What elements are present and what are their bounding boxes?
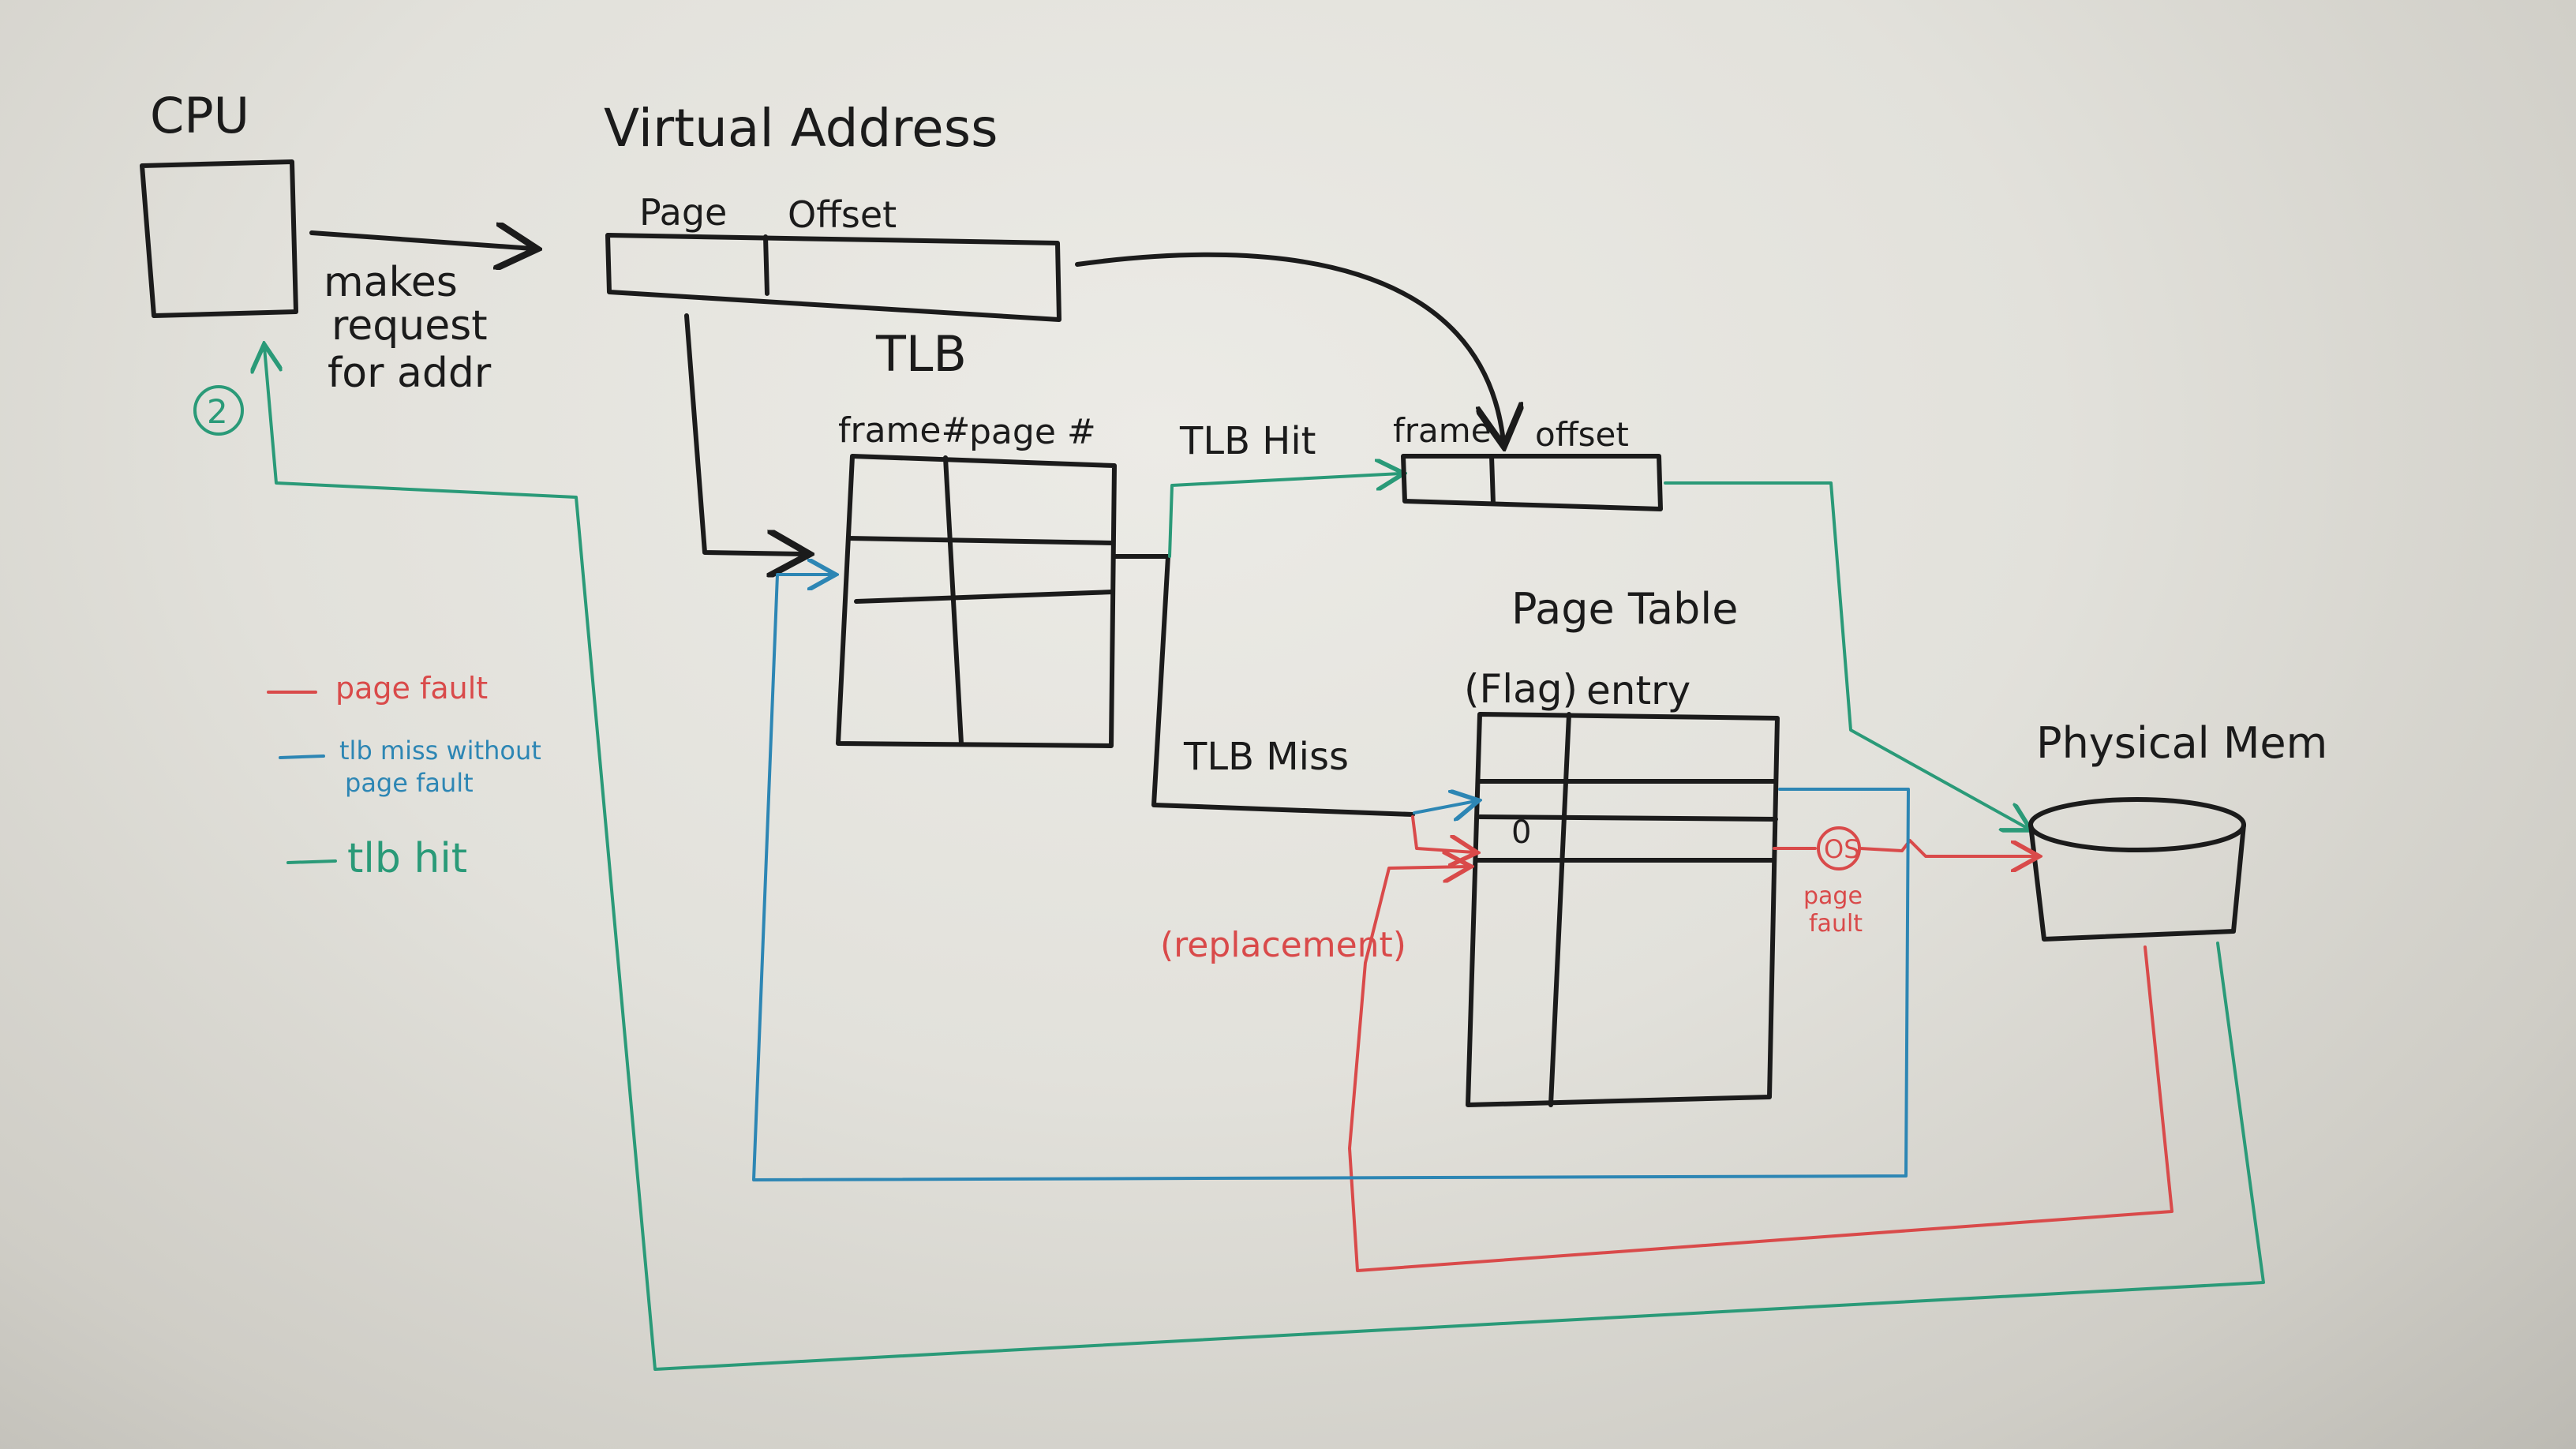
replacement-label: (replacement) <box>1160 925 1406 965</box>
pa-offset-label: offset <box>1535 415 1629 454</box>
tlb-table <box>836 454 1117 748</box>
cpu-label: CPU <box>150 87 249 144</box>
pt-valid-bit: 0 <box>1511 814 1531 851</box>
tlb-frame-header: frame# <box>838 410 970 451</box>
page-table-label: Page Table <box>1511 584 1739 634</box>
page-fault-note: page <box>1803 882 1863 910</box>
tlb-update-path <box>752 575 1910 1181</box>
tlb-page-header: page # <box>969 412 1096 452</box>
pt-flag-header: (Flag) <box>1464 666 1578 712</box>
os-label: OS <box>1824 834 1860 864</box>
tlb-hit-label: TLB Hit <box>1179 419 1316 463</box>
tlb-block: TLB frame# page # <box>836 325 1117 748</box>
tlb-row-line <box>854 590 1115 604</box>
cpu-box <box>140 159 298 318</box>
page-lookup-arrow <box>684 313 805 554</box>
tlb-miss-path <box>1112 554 1415 817</box>
tlb-miss-arrow <box>1413 801 1476 813</box>
replacement-path <box>1348 867 2174 1272</box>
legend: page fault tlb miss without page fault t… <box>267 671 541 882</box>
cpu-return-path <box>264 347 2265 1371</box>
legend-tlb-miss: tlb miss without <box>339 736 541 766</box>
pa-register-box <box>1401 454 1663 511</box>
tlb-label: TLB <box>875 325 967 383</box>
pa-frame-label: frame <box>1393 411 1492 450</box>
page-fault-note: fault <box>1809 910 1863 938</box>
physical-mem-label: Physical Mem <box>2036 718 2327 768</box>
va-offset-label: Offset <box>788 193 897 236</box>
cpu-request-arrow <box>309 233 533 249</box>
physical-memory-block: Physical Mem <box>2028 718 2327 942</box>
va-divider <box>763 234 769 296</box>
legend-swatch-tlb-hit <box>286 859 337 864</box>
step-marker-circle <box>193 385 244 436</box>
tlb-column-divider <box>943 455 964 746</box>
memory-access-arrow <box>1664 481 2028 829</box>
legend-swatch-tlb-miss <box>279 754 325 759</box>
pt-column-divider <box>1548 712 1571 1107</box>
os-load-arrow <box>1859 839 2036 856</box>
pt-row-line <box>1477 814 1778 822</box>
legend-tlb-miss: page fault <box>345 768 474 798</box>
svg-text:request: request <box>331 302 488 350</box>
page-table-block: Page Table (Flag) entry 0 <box>1464 584 1780 1107</box>
page-table-box <box>1466 712 1780 1107</box>
makes-request-note: makes request for addr <box>324 259 492 397</box>
cpu-block: CPU <box>140 87 298 318</box>
step-marker-label: 2 <box>207 392 228 431</box>
offset-pass-arrow <box>1075 252 1503 442</box>
virtual-address-block: Virtual Address Page Offset <box>604 98 1061 322</box>
va-page-label: Page <box>639 191 727 234</box>
svg-text:for addr: for addr <box>328 350 492 397</box>
pt-entry-header: entry <box>1586 668 1690 713</box>
pa-divider <box>1489 454 1496 506</box>
physical-mem-body <box>2028 822 2246 942</box>
virtual-address-label: Virtual Address <box>604 98 998 159</box>
legend-page-fault: page fault <box>335 671 488 706</box>
tlb-hit-arrow <box>1168 474 1401 558</box>
pt-lookup-fault-arrow <box>1411 815 1474 852</box>
tlb-miss-label: TLB Miss <box>1183 735 1349 779</box>
svg-text:makes: makes <box>324 259 458 306</box>
legend-tlb-hit: tlb hit <box>347 835 467 882</box>
tlb-row-line <box>846 536 1115 545</box>
va-register-box <box>605 233 1061 322</box>
physical-mem-top <box>2028 797 2246 852</box>
physical-address-block: frame offset <box>1393 411 1663 511</box>
